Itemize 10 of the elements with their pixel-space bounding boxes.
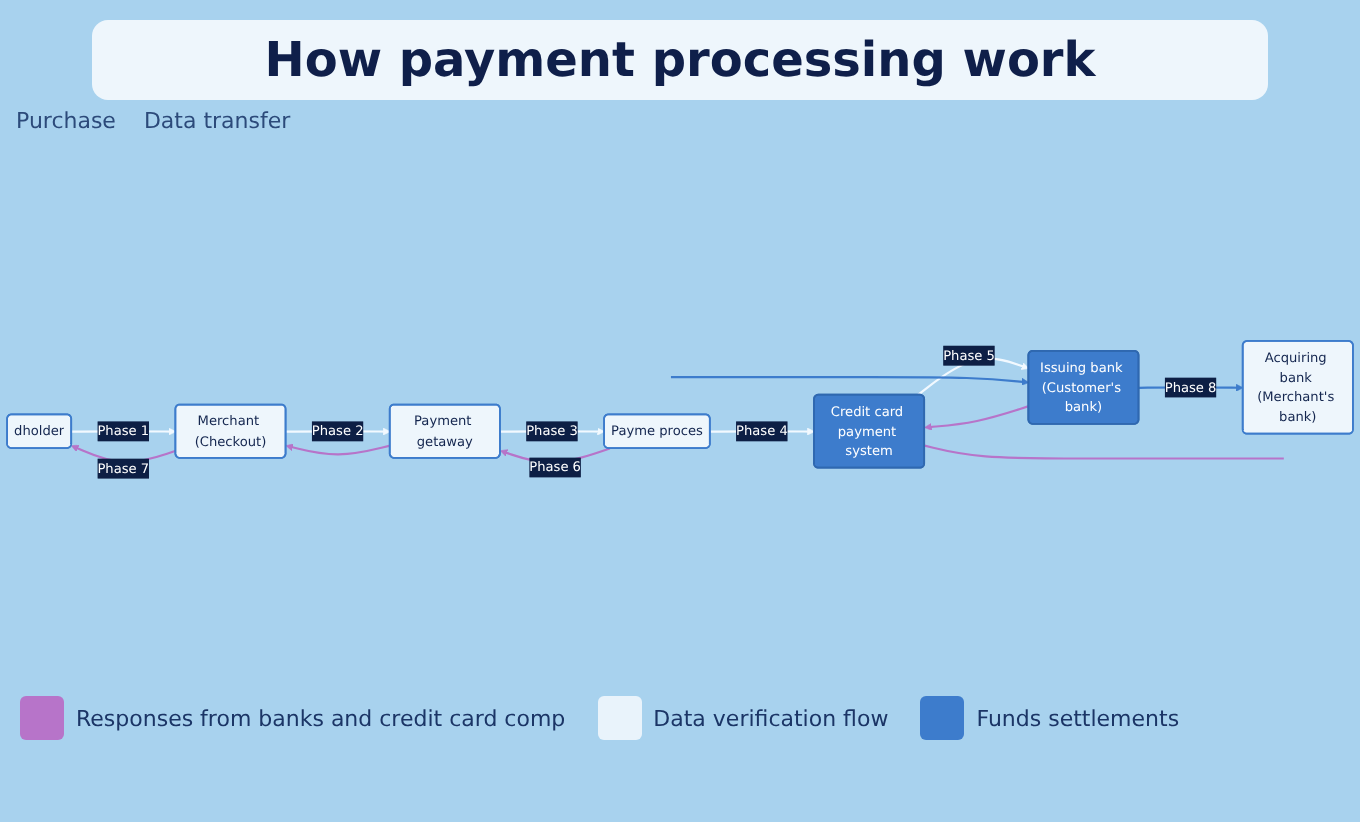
arrow — [670, 376, 1030, 387]
connector — [924, 445, 1284, 460]
arrow — [285, 444, 391, 456]
note-text: Purchase — [16, 108, 116, 134]
note-text: Data transfer — [143, 108, 291, 134]
legend-text: Funds settlements — [976, 705, 1180, 731]
arrow — [924, 405, 1030, 432]
title: How payment processing work — [92, 20, 1268, 100]
legend-text: Responses from banks and credit card comp — [76, 705, 566, 731]
legend-text: Data verification flow — [653, 705, 889, 731]
